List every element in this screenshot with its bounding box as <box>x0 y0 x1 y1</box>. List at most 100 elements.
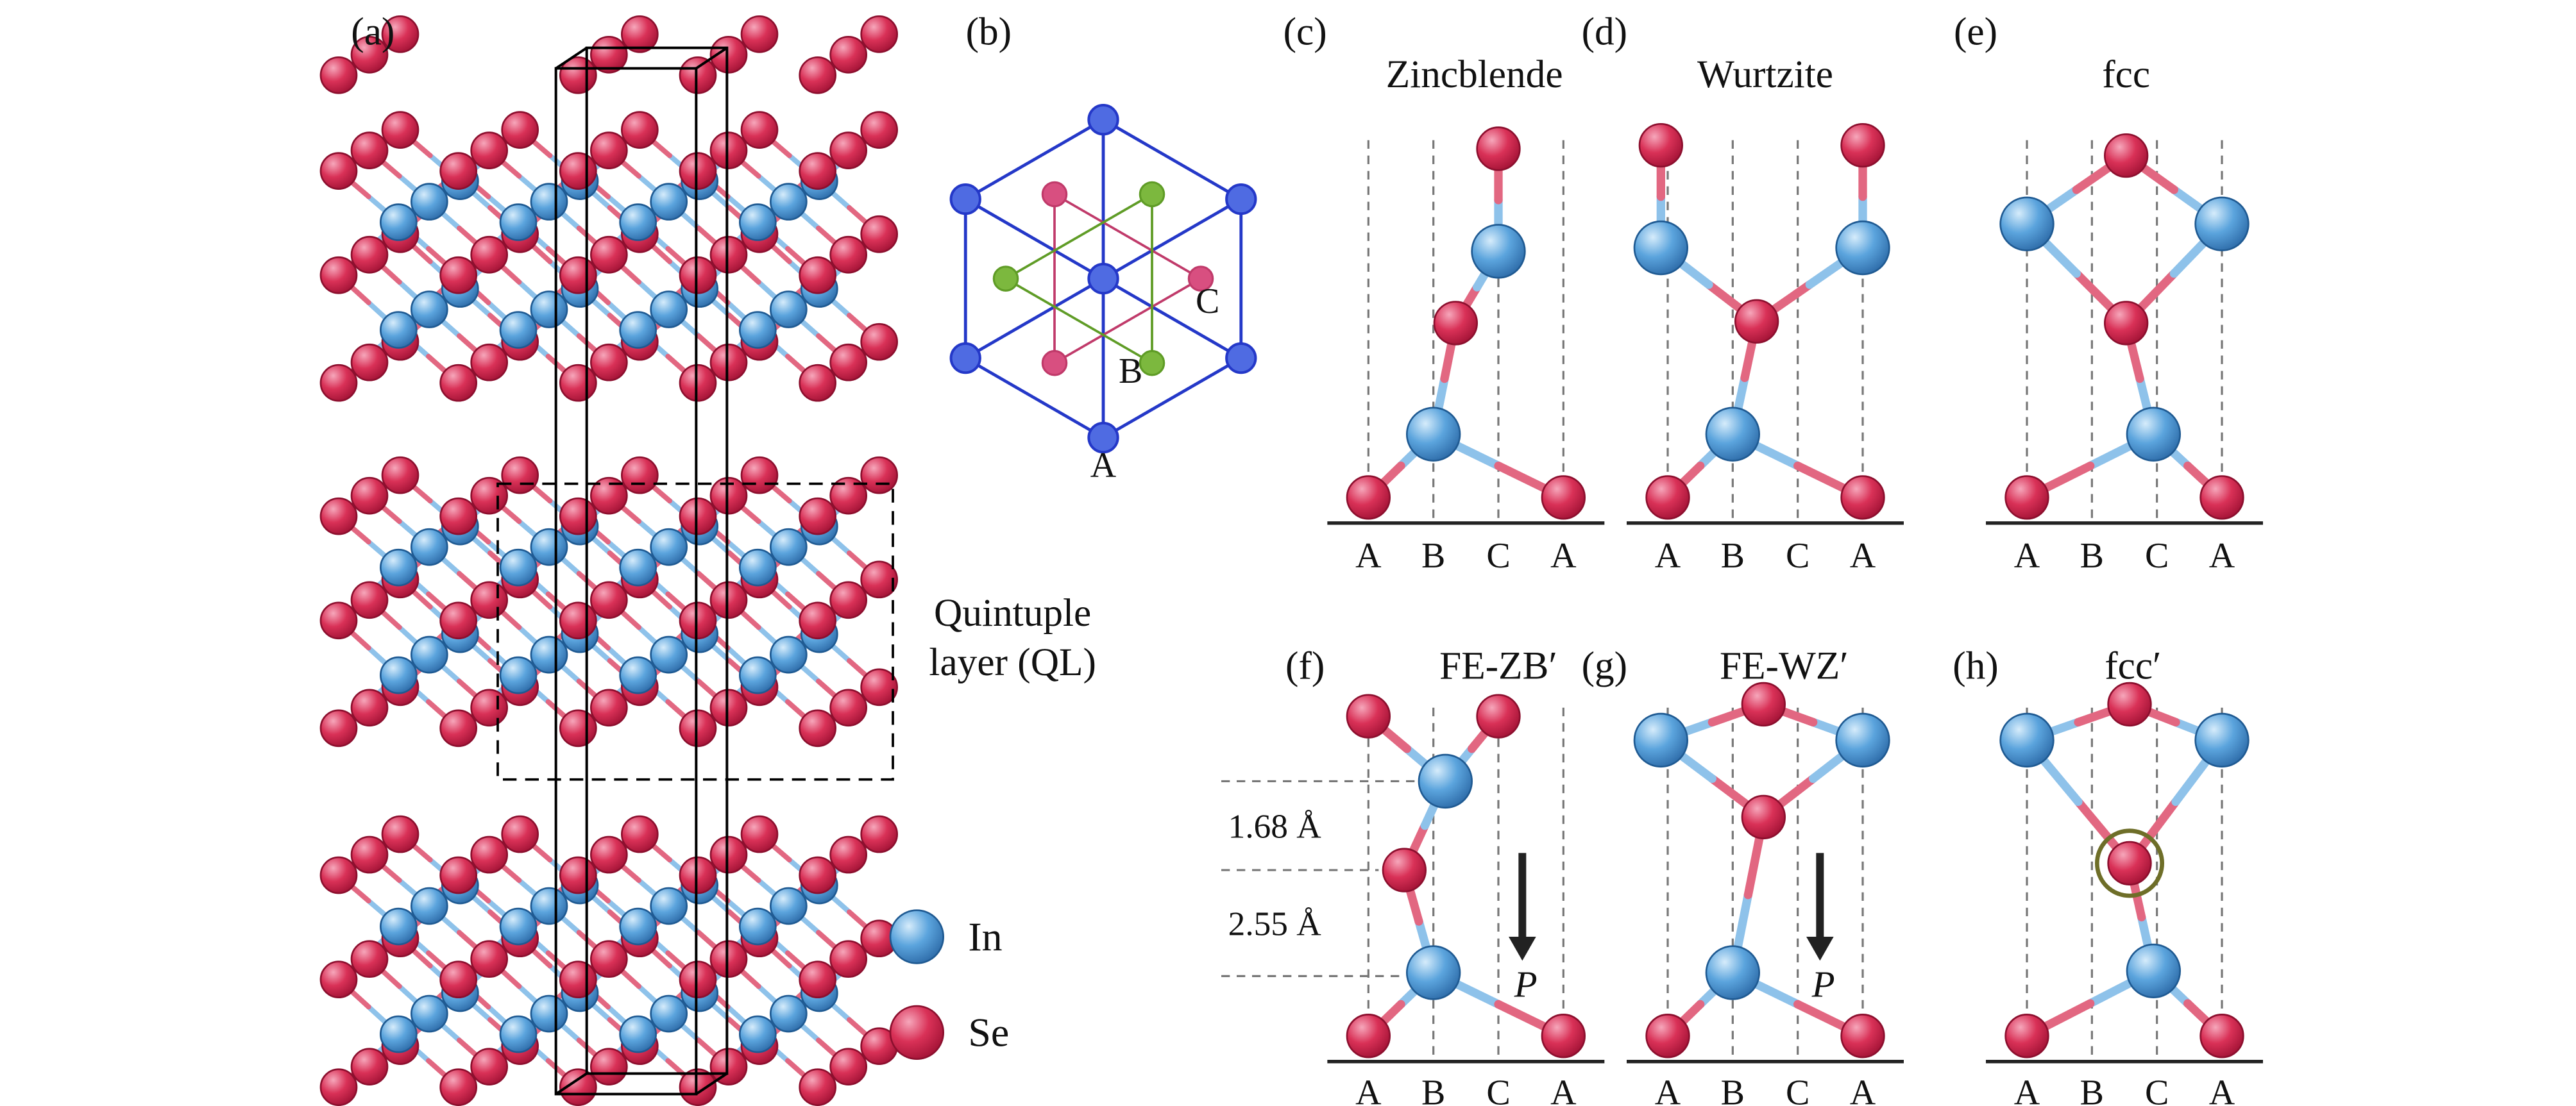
se-atom <box>679 497 717 535</box>
in-atom <box>650 635 688 674</box>
se-atom <box>620 815 659 853</box>
se-atom <box>709 835 748 874</box>
in-atom <box>1633 712 1688 768</box>
in-atom <box>1633 220 1688 276</box>
in-atom <box>2194 712 2250 768</box>
se-atom <box>829 835 867 874</box>
in-atom <box>410 183 448 221</box>
polarization-label: P <box>1811 963 1835 1005</box>
b-site <box>992 265 1019 292</box>
se-atom <box>319 497 358 535</box>
se-atom <box>559 960 597 999</box>
hexagon-spoke <box>965 197 1105 280</box>
se-atom <box>559 364 597 402</box>
se-atom <box>2199 1014 2244 1059</box>
panel-label-a: (a) <box>351 10 394 53</box>
panel-label-d: (d) <box>1582 10 1628 53</box>
in-atom <box>739 548 777 587</box>
in-atom <box>499 548 538 587</box>
column-label: B <box>1721 1073 1745 1106</box>
se-atom <box>350 581 389 619</box>
se-atom <box>589 835 628 874</box>
se-atom <box>829 343 867 381</box>
se-atom <box>2104 133 2149 178</box>
in-atom <box>530 183 568 221</box>
se-atom <box>589 581 628 619</box>
se-atom <box>1541 1014 1586 1059</box>
polarization-arrowhead <box>1509 937 1536 961</box>
panel-label-e: (e) <box>1954 10 1997 53</box>
se-atom <box>559 497 597 535</box>
se-atom <box>350 343 389 381</box>
se-atom <box>470 235 508 274</box>
in-atom <box>1406 406 1461 462</box>
legend-se-atom <box>889 1005 944 1060</box>
se-atom <box>350 131 389 169</box>
se-atom <box>860 15 898 53</box>
site-label: C <box>1196 281 1219 321</box>
se-atom <box>1840 122 1885 168</box>
unit-cell-back <box>585 46 729 1075</box>
in-atom <box>1406 945 1461 1000</box>
se-atom <box>1638 122 1683 168</box>
se-atom <box>501 815 539 853</box>
in-atom <box>770 528 808 566</box>
in-atom <box>770 887 808 925</box>
se-atom <box>799 856 836 894</box>
se-atom <box>1840 475 1885 520</box>
se-atom <box>319 709 358 748</box>
site-label: B <box>1119 351 1142 391</box>
stacking-title-h: fcc′ <box>2105 644 2161 687</box>
se-atom <box>1541 475 1586 520</box>
in-atom <box>739 311 777 349</box>
se-atom <box>620 456 659 494</box>
se-atom <box>860 323 898 361</box>
b-site <box>1139 181 1165 208</box>
in-atom <box>1705 406 1760 462</box>
column-label: B <box>2080 1073 2104 1106</box>
se-atom <box>1840 1014 1885 1059</box>
se-atom <box>350 689 389 727</box>
se-atom <box>319 56 358 94</box>
se-atom <box>860 560 898 599</box>
b-site <box>1139 349 1165 376</box>
se-atom <box>350 835 389 874</box>
se-atom <box>1741 682 1786 727</box>
column-label: A <box>2014 1073 2040 1106</box>
in-atom <box>770 183 808 221</box>
se-atom <box>470 835 508 874</box>
se-atom <box>709 343 748 381</box>
se-atom <box>439 364 477 402</box>
se-atom <box>319 601 358 640</box>
se-atom <box>709 940 748 978</box>
se-atom <box>1476 126 1521 171</box>
se-atom <box>1645 1014 1690 1059</box>
column-label: A <box>2014 536 2040 576</box>
c-site <box>1041 181 1068 208</box>
se-atom <box>559 709 597 748</box>
se-atom <box>319 856 358 894</box>
stacking-title-e: fcc <box>2102 53 2150 96</box>
se-atom <box>799 709 836 748</box>
in-atom <box>499 907 538 946</box>
in-atom <box>530 887 568 925</box>
se-atom <box>799 256 836 294</box>
se-atom <box>470 1048 508 1086</box>
legend-in-atom <box>889 909 944 964</box>
se-atom <box>709 1048 748 1086</box>
se-atom <box>319 152 358 190</box>
se-atom <box>709 131 748 169</box>
legend-label-se: Se <box>968 1010 1009 1055</box>
a-site <box>1087 262 1119 295</box>
se-atom <box>740 815 779 853</box>
se-atom <box>709 235 748 274</box>
column-label: C <box>1786 536 1809 576</box>
a-site <box>1225 342 1257 374</box>
se-atom <box>679 960 717 999</box>
panel-label-c: (c) <box>1284 10 1327 53</box>
column-label: A <box>1355 536 1382 576</box>
se-atom <box>2107 841 2152 886</box>
se-atom <box>559 601 597 640</box>
se-atom <box>2004 1014 2049 1059</box>
